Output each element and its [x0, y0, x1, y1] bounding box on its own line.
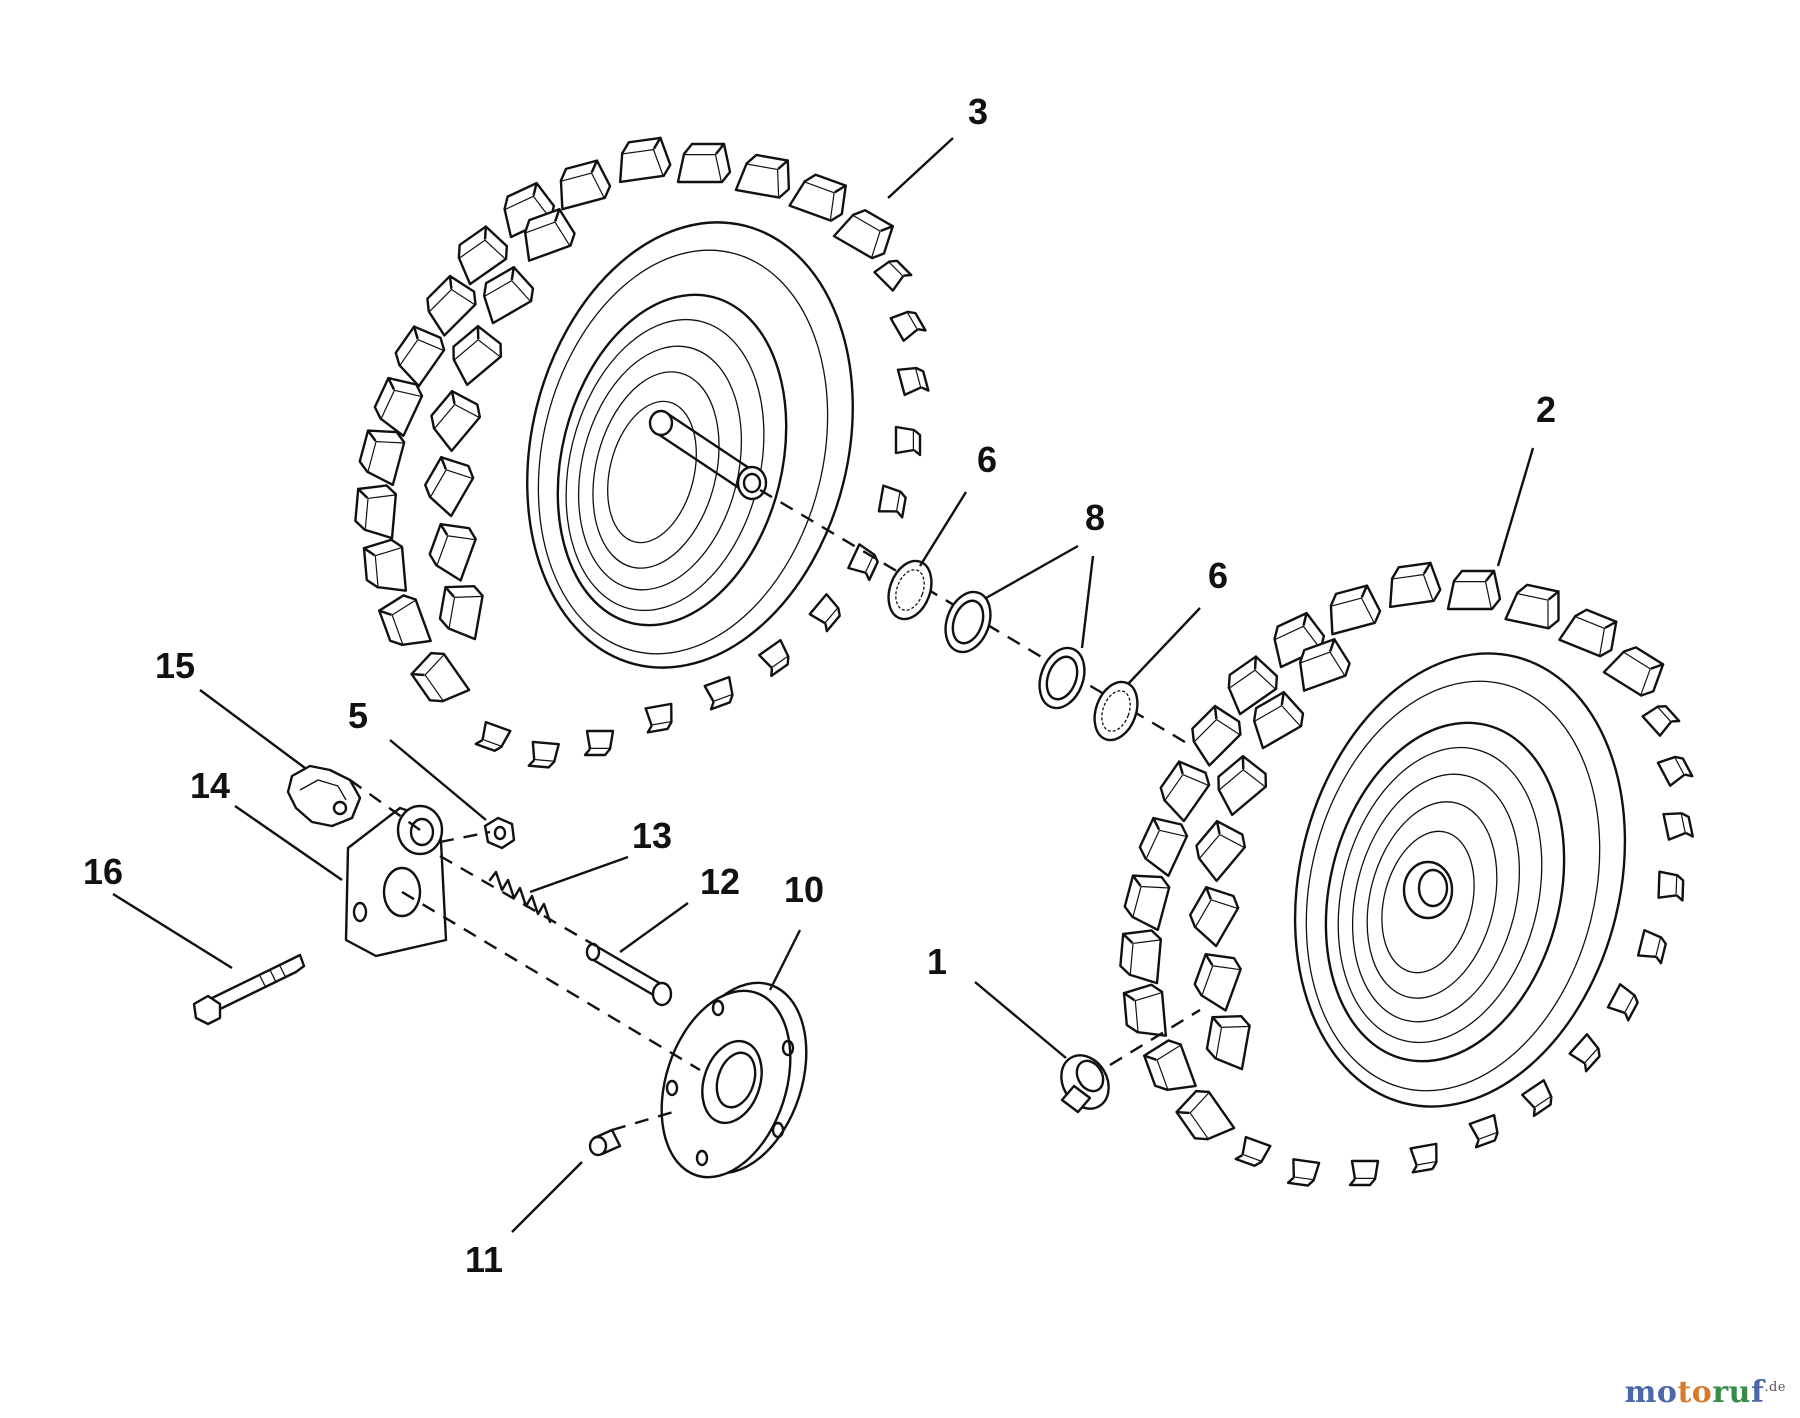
- tire-tread-lugs: [352, 135, 930, 770]
- pin-12: [585, 942, 673, 1007]
- tire-tread-lugs: [1117, 560, 1694, 1188]
- leader-lines: [112, 137, 1535, 1233]
- spacer-11: [588, 1128, 622, 1157]
- flat-washer-8b: [1038, 646, 1086, 710]
- lock-washer-6b: [1093, 680, 1139, 742]
- knob-15: [286, 764, 362, 828]
- spring-13: [488, 870, 552, 924]
- bracket-14: [344, 804, 448, 958]
- wheel-3: [352, 135, 930, 770]
- axle-shaft: [648, 409, 768, 501]
- callout-12: 12: [700, 861, 740, 902]
- callout-6-lower: 6: [1208, 555, 1228, 596]
- callout-2: 2: [1536, 389, 1556, 430]
- flat-washer-8a: [944, 590, 992, 654]
- lock-washer-6a: [887, 559, 933, 621]
- callout-1: 1: [927, 941, 947, 982]
- hub-flange-10: [660, 981, 808, 1179]
- callout-13: 13: [632, 815, 672, 856]
- callout-3: 3: [968, 91, 988, 132]
- bolt-16: [192, 953, 306, 1026]
- callout-5: 5: [348, 695, 368, 736]
- callout-15: 15: [155, 645, 195, 686]
- callout-labels: 3 2 6 8 6 15 5 14 13 16 12 10 1 11: [83, 91, 1556, 1280]
- wheel-rim: [1293, 652, 1627, 1108]
- callout-8: 8: [1085, 497, 1105, 538]
- callout-14: 14: [190, 765, 230, 806]
- callout-16: 16: [83, 851, 123, 892]
- hitch-pin-1: [1060, 1054, 1110, 1114]
- watermark-logo: motoruf.de: [1624, 1375, 1786, 1410]
- wheel-2: [1117, 560, 1694, 1188]
- callout-11: 11: [465, 1239, 503, 1280]
- wheel-rim: [526, 221, 854, 669]
- hex-nut-5: [483, 816, 516, 850]
- callout-10: 10: [784, 869, 824, 910]
- callout-6-upper: 6: [977, 439, 997, 480]
- assembly-lines: [349, 779, 1201, 1132]
- axle-hub: [1402, 860, 1454, 920]
